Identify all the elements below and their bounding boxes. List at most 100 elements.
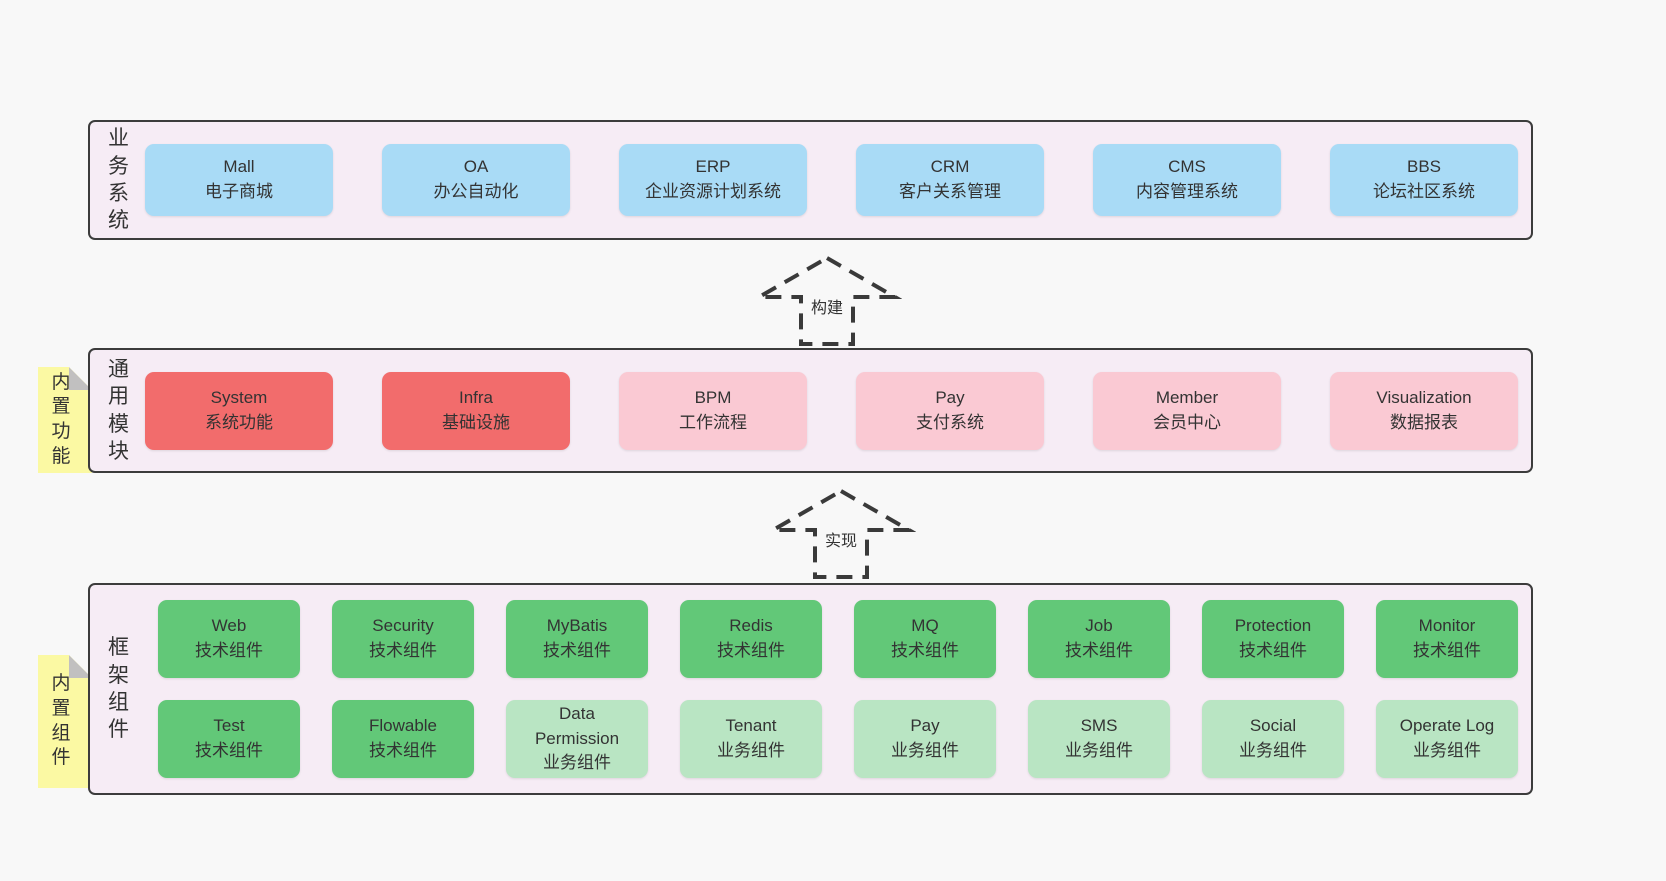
box-security: Security 技术组件 <box>332 600 474 678</box>
box-bbs: BBS 论坛社区系统 <box>1330 144 1518 216</box>
box-title: Redis <box>729 616 773 636</box>
box-mall: Mall 电子商城 <box>145 144 333 216</box>
box-pay-component: Pay 业务组件 <box>854 700 996 778</box>
box-bpm: BPM 工作流程 <box>619 371 807 450</box>
box-subtitle: 技术组件 <box>891 641 959 660</box>
box-subtitle: 内容管理系统 <box>1136 182 1238 201</box>
box-data-permission: Data Permission 业务组件 <box>506 700 648 778</box>
box-title: BBS <box>1406 157 1442 177</box>
module-boxes: System 系统功能 Infra 基础设施 BPM 工作流程 Pay 支付系统… <box>145 371 1518 450</box>
box-subtitle: 论坛社区系统 <box>1373 182 1475 201</box>
component-row-1: Web 技术组件 Security 技术组件 MyBatis 技术组件 Redi… <box>158 600 1518 678</box>
box-subtitle: 工作流程 <box>679 412 747 432</box>
box-title: Mall <box>223 157 255 177</box>
box-title: Test <box>213 716 245 736</box>
box-sms: SMS 业务组件 <box>1028 700 1170 778</box>
implement-arrow: 实现 <box>765 488 917 580</box>
box-subtitle: 业务组件 <box>891 741 959 760</box>
box-subtitle: 技术组件 <box>195 641 263 660</box>
box-title: Job <box>1085 616 1113 636</box>
box-title: Visualization <box>1376 387 1472 407</box>
common-modules-band: 通用模块 System 系统功能 Infra 基础设施 BPM 工作流程 Pay… <box>88 348 1533 473</box>
box-job: Job 技术组件 <box>1028 600 1170 678</box>
box-flowable: Flowable 技术组件 <box>332 700 474 778</box>
band-label-components: 框架组件 <box>108 636 129 742</box>
box-web: Web 技术组件 <box>158 600 300 678</box>
framework-components-band: 框架组件 Web 技术组件 Security 技术组件 MyBatis 技术组件… <box>88 583 1533 795</box>
box-tenant: Tenant 业务组件 <box>680 700 822 778</box>
up-arrow-icon <box>751 255 903 346</box>
sticky-built-in-components: 内置组件 <box>38 655 92 788</box>
box-subtitle: 业务组件 <box>1239 741 1307 760</box>
box-subtitle: 业务组件 <box>717 741 785 760</box>
box-subtitle: 技术组件 <box>1413 641 1481 660</box>
box-mybatis: MyBatis 技术组件 <box>506 600 648 678</box>
box-title: Social <box>1249 716 1297 736</box>
implement-arrow-label: 实现 <box>821 527 861 551</box>
box-title: Security <box>372 616 434 636</box>
sticky-label: 内置组件 <box>51 673 71 769</box>
box-subtitle: 技术组件 <box>543 641 611 660</box>
box-cms: CMS 内容管理系统 <box>1093 144 1281 216</box>
box-crm: CRM 客户关系管理 <box>856 144 1044 216</box>
box-subtitle: 企业资源计划系统 <box>645 182 781 201</box>
box-subtitle: 业务组件 <box>1065 741 1133 760</box>
box-title: SMS <box>1080 716 1118 736</box>
box-title: BPM <box>694 387 732 407</box>
sticky-built-in-features: 内置功能 <box>38 367 92 473</box>
box-title: Pay <box>935 387 965 407</box>
box-title: Monitor <box>1418 616 1476 636</box>
build-arrow-label: 构建 <box>807 294 847 318</box>
box-erp: ERP 企业资源计划系统 <box>619 144 807 216</box>
box-title: Tenant <box>725 716 777 736</box>
box-title: OA <box>463 157 489 177</box>
box-monitor: Monitor 技术组件 <box>1376 600 1518 678</box>
box-operate-log: Operate Log 业务组件 <box>1376 700 1518 778</box>
box-subtitle: 办公自动化 <box>433 182 519 201</box>
box-title: CRM <box>930 157 970 177</box>
box-title: MyBatis <box>546 616 608 636</box>
business-systems-band: 业务系统 Mall 电子商城 OA 办公自动化 ERP 企业资源计划系统 CRM… <box>88 120 1533 240</box>
box-subtitle: 业务组件 <box>1413 741 1481 760</box>
box-subtitle: 会员中心 <box>1153 412 1221 432</box>
box-visualization: Visualization 数据报表 <box>1330 371 1518 450</box>
box-title: CMS <box>1168 157 1206 177</box>
box-title: MQ <box>911 616 939 636</box>
box-test: Test 技术组件 <box>158 700 300 778</box>
band-label-business: 业务系统 <box>108 127 129 233</box>
box-mq: MQ 技术组件 <box>854 600 996 678</box>
box-title: Flowable <box>368 716 438 736</box>
box-subtitle: 技术组件 <box>717 641 785 660</box>
box-subtitle: 技术组件 <box>1065 641 1133 660</box>
business-boxes: Mall 电子商城 OA 办公自动化 ERP 企业资源计划系统 CRM 客户关系… <box>145 144 1518 216</box>
box-subtitle: 系统功能 <box>205 412 273 432</box>
box-protection: Protection 技术组件 <box>1202 600 1344 678</box>
box-subtitle: 基础设施 <box>442 412 510 432</box>
box-redis: Redis 技术组件 <box>680 600 822 678</box>
box-oa: OA 办公自动化 <box>382 144 570 216</box>
box-social: Social 业务组件 <box>1202 700 1344 778</box>
box-system: System 系统功能 <box>145 371 333 450</box>
box-subtitle: 数据报表 <box>1390 412 1458 432</box>
box-member: Member 会员中心 <box>1093 371 1281 450</box>
box-title: Infra <box>458 387 494 407</box>
component-rows: Web 技术组件 Security 技术组件 MyBatis 技术组件 Redi… <box>145 600 1518 778</box>
box-title: Member <box>1155 387 1219 407</box>
box-subtitle: 技术组件 <box>369 641 437 660</box>
box-title: Data Permission <box>534 704 620 748</box>
box-subtitle: 技术组件 <box>369 741 437 760</box>
box-subtitle: 支付系统 <box>916 412 984 432</box>
box-pay-module: Pay 支付系统 <box>856 371 1044 450</box>
box-subtitle: 业务组件 <box>543 753 611 773</box>
box-title: ERP <box>695 157 731 177</box>
build-arrow: 构建 <box>751 255 903 347</box>
box-subtitle: 电子商城 <box>205 182 273 201</box>
band-label-modules: 通用模块 <box>108 357 129 463</box>
box-title: Protection <box>1234 616 1312 636</box>
box-title: System <box>210 387 268 407</box>
box-subtitle: 客户关系管理 <box>899 182 1001 201</box>
box-subtitle: 技术组件 <box>195 741 263 760</box>
sticky-label: 内置功能 <box>51 371 71 467</box>
up-arrow-icon <box>765 488 917 579</box>
